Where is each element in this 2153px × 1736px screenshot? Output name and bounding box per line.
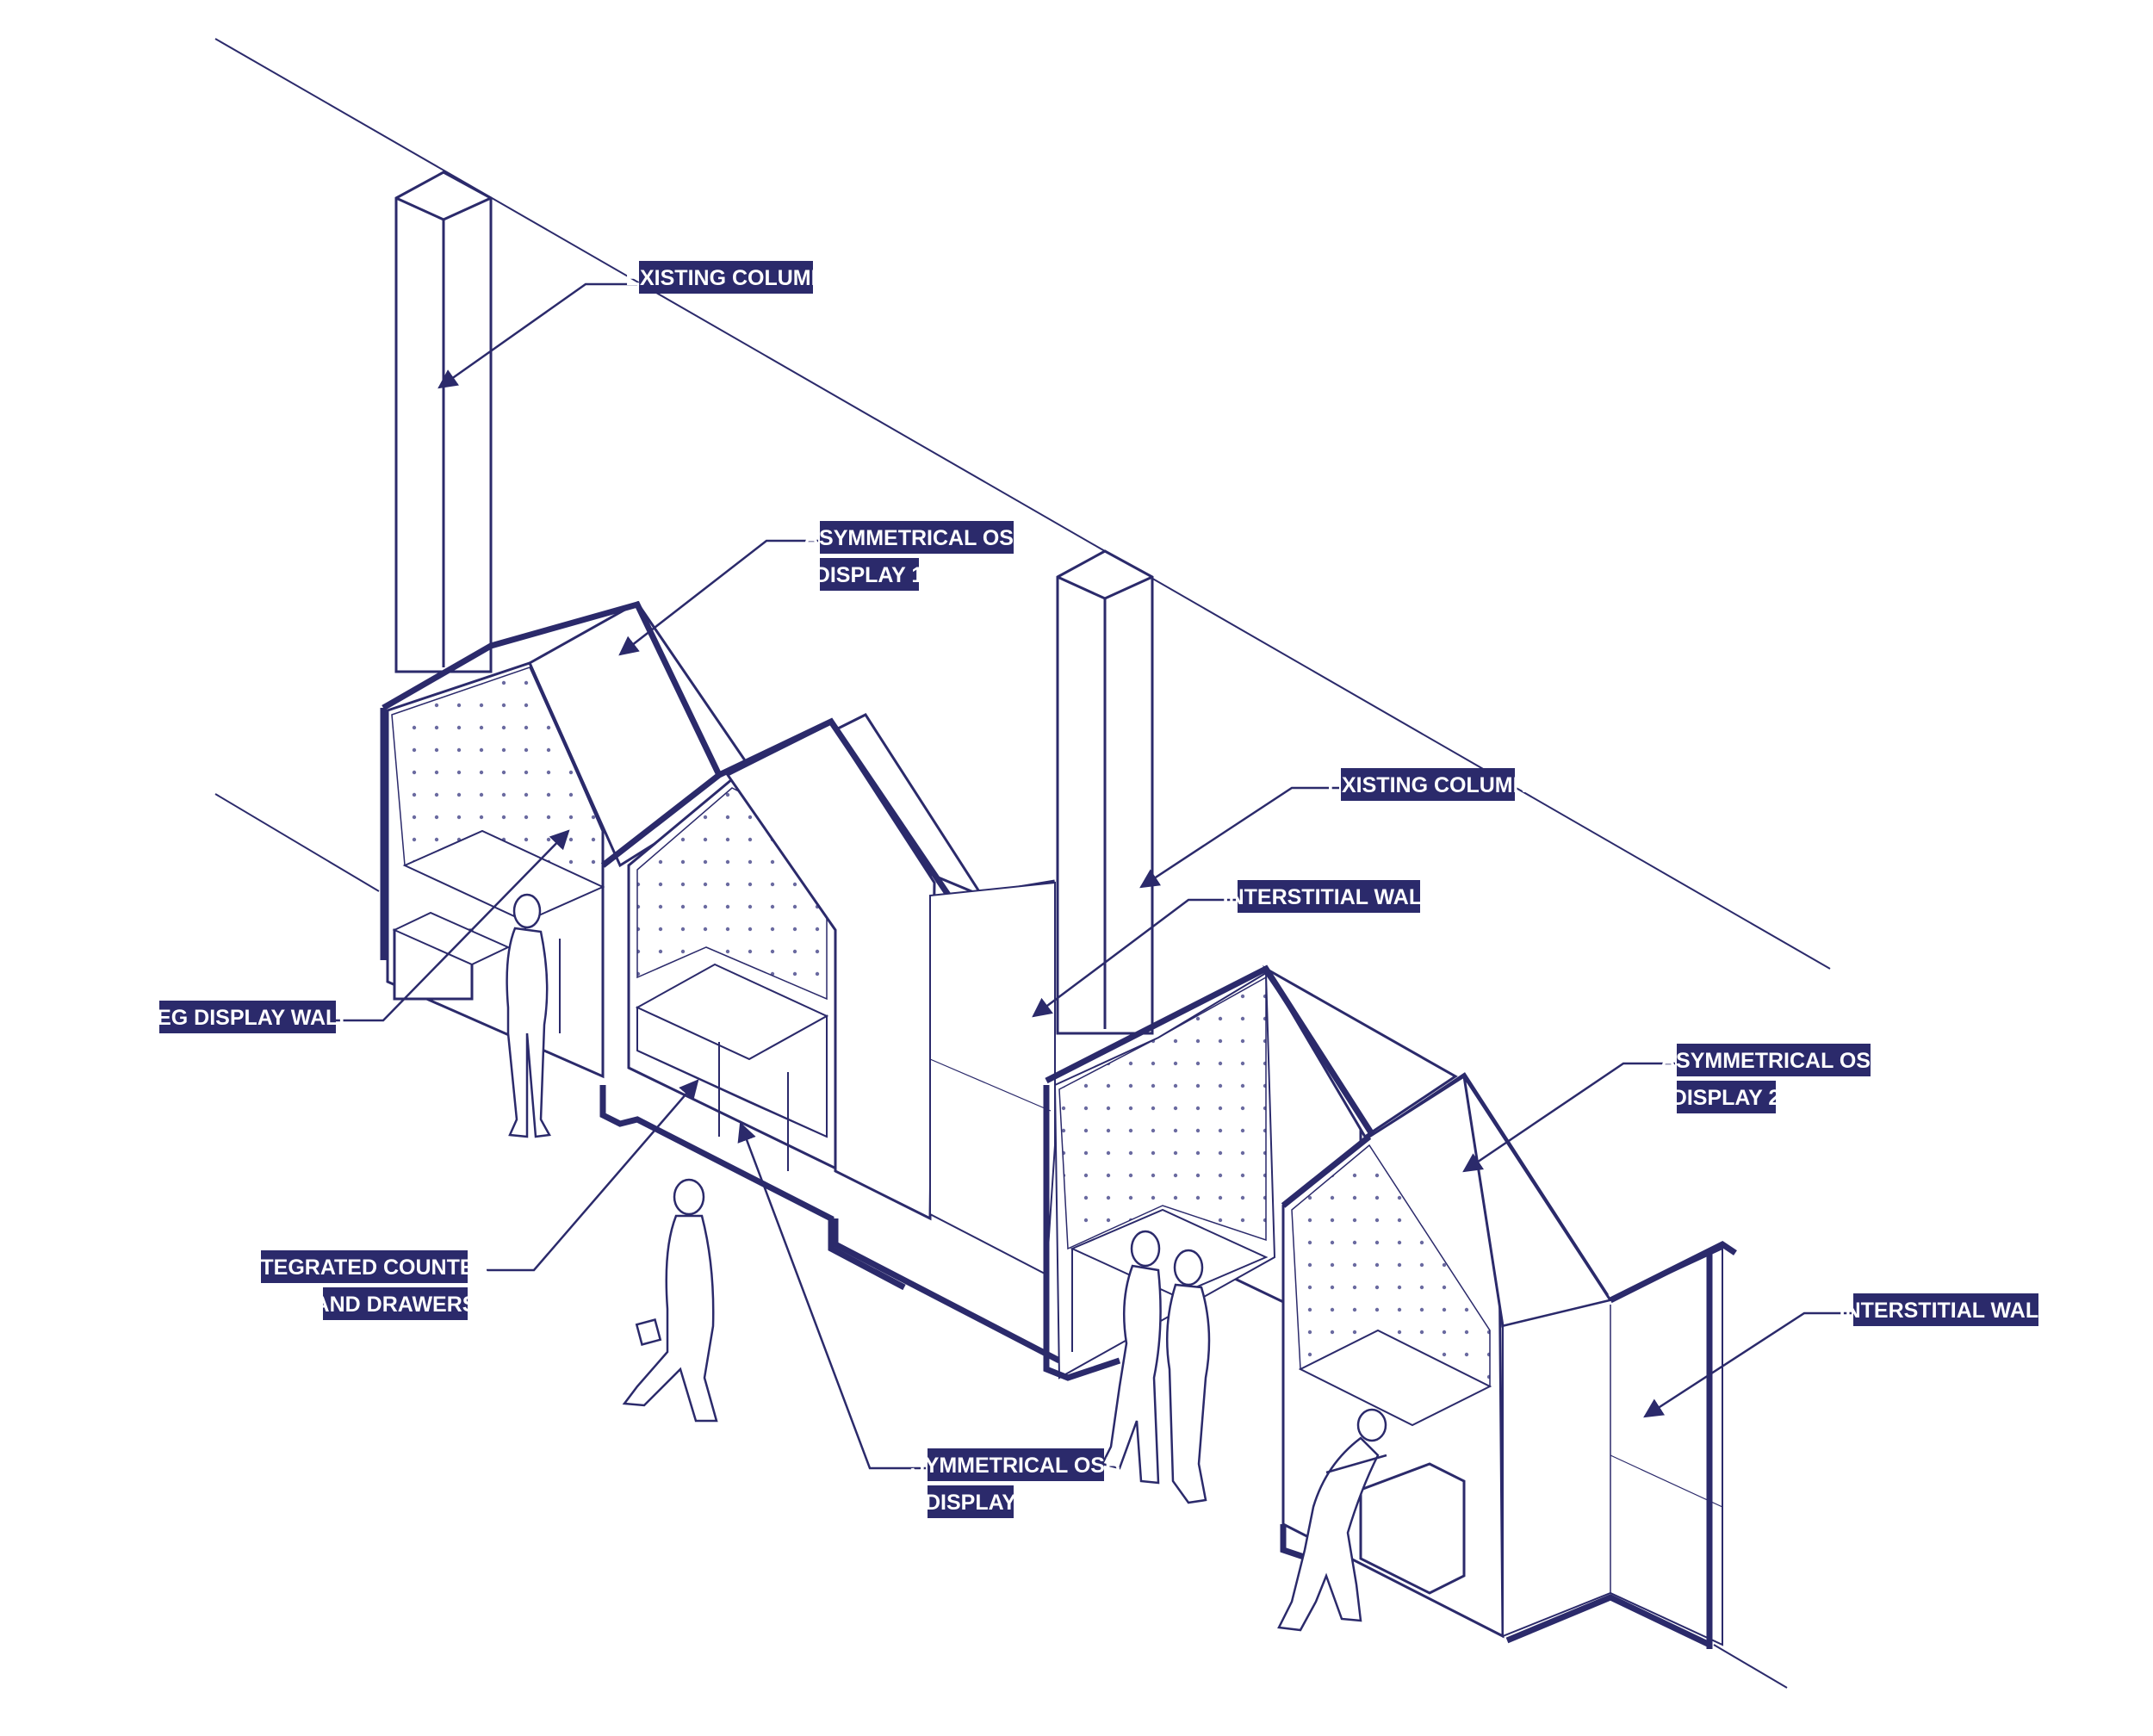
label-interstitial-wall-2: INTERSTITIAL WALL [1840,1293,2052,1326]
svg-text:ASYMMETRICAL OSB: ASYMMETRICAL OSB [803,526,1029,550]
svg-text:ASYMMETRICAL OSB: ASYMMETRICAL OSB [1660,1049,1886,1073]
label-existing-column-2: EXISTING COLUMN [1327,768,1529,801]
label-peg-display-wall: PEG DISPLAY WALL [142,1001,352,1033]
svg-text:INTERSTITIAL WALL: INTERSTITIAL WALL [1840,1299,2052,1323]
symmetrical-osb-display [599,713,1061,1364]
svg-text:DISPLAY 1: DISPLAY 1 [815,563,924,587]
svg-text:PEG DISPLAY WALL: PEG DISPLAY WALL [142,1006,351,1030]
label-asymmetrical-osb-display-2: ASYMMETRICAL OSB DISPLAY 2 [1660,1044,1886,1113]
existing-column-2 [1056,549,1154,1035]
interstitial-wall-1 [929,881,1056,1276]
callout-leaders [336,282,1852,1470]
svg-text:EXISTING COLUMN: EXISTING COLUMN [1327,773,1528,797]
label-symmetrical-osb-display: SYMMETRICAL OSB DISPLAY [910,1448,1120,1518]
svg-text:EXISTING COLUMN: EXISTING COLUMN [625,266,826,290]
asymmetrical-osb-display-2 [1043,964,1609,1381]
interstitial-wall-2 [1502,1240,1737,1649]
person-pair-icon [1101,1230,1211,1504]
person-walking-icon [622,1178,718,1423]
label-asymmetrical-osb-display-1: ASYMMETRICAL OSB DISPLAY 1 [803,521,1029,591]
label-integrated-counter: INTEGRATED COUNTER AND DRAWERS [239,1250,490,1320]
label-interstitial-wall-1: INTERSTITIAL WALL [1223,880,1436,913]
svg-text:AND DRAWERS: AND DRAWERS [314,1293,477,1317]
existing-column-1 [394,170,493,673]
svg-text:DISPLAY 2: DISPLAY 2 [1672,1086,1780,1110]
label-existing-column-1: EXISTING COLUMN [625,261,827,294]
person-standing-icon [506,893,551,1138]
svg-text:SYMMETRICAL OSB: SYMMETRICAL OSB [910,1454,1120,1478]
svg-text:INTEGRATED COUNTER: INTEGRATED COUNTER [239,1256,489,1280]
svg-text:DISPLAY: DISPLAY [925,1491,1016,1515]
svg-text:INTERSTITIAL WALL: INTERSTITIAL WALL [1223,885,1436,909]
person-bending-icon [1277,1408,1387,1632]
